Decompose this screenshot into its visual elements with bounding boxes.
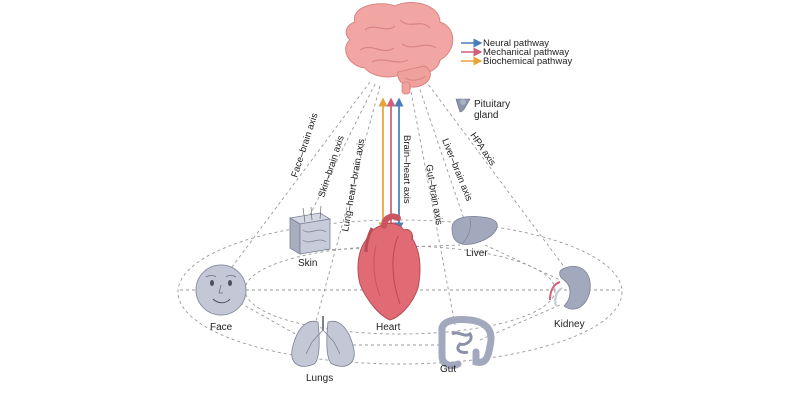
legend-neural-label: Neural pathway	[483, 38, 549, 49]
pituitary-icon	[455, 98, 471, 113]
face-label: Face	[210, 322, 233, 333]
kidney-illustration	[549, 265, 591, 310]
gut-label: Gut	[440, 364, 456, 375]
pituitary-label-line2: gland	[474, 110, 498, 121]
legend-mechanical-label: Mechanical pathway	[483, 47, 569, 58]
skin-illustration	[288, 205, 332, 255]
line-skin-liver	[319, 244, 461, 251]
line-gut	[409, 85, 456, 326]
brain-illustration	[345, 2, 454, 95]
legend: Neural pathway Mechanical pathway Bioche…	[461, 38, 572, 67]
heart-illustration	[357, 213, 421, 321]
line-liver-kidney	[484, 244, 561, 281]
hpa-axis-label: HPA axis	[468, 131, 498, 169]
gut-brain-axis-label: Gut–brain axis	[423, 164, 445, 226]
pituitary-label-line1: Pituitary	[474, 99, 510, 110]
face-illustration	[195, 264, 247, 316]
line-liver	[417, 83, 466, 223]
legend-biochemical-label: Biochemical pathway	[483, 56, 572, 67]
lungs-illustration	[291, 316, 355, 367]
line-face	[219, 81, 371, 284]
lungs-label: Lungs	[306, 373, 333, 384]
kidney-label: Kidney	[554, 319, 585, 330]
line-skin	[304, 83, 376, 226]
skin-label: Skin	[298, 258, 317, 269]
liver-illustration	[451, 216, 498, 245]
gut-illustration	[438, 316, 495, 370]
lung-heart-brain-axis-label: Lung–heart–brain axis	[340, 138, 367, 233]
liver-label: Liver	[466, 248, 488, 259]
brain-heart-arrows	[378, 97, 404, 232]
skin-brain-axis-label: Skin–brain axis	[316, 134, 346, 199]
line-lungs	[314, 85, 381, 326]
brain-heart-axis-label: Brain–heart axis	[401, 135, 412, 204]
heart-label: Heart	[376, 322, 401, 333]
liver-brain-axis-label: Liver–brain axis	[439, 137, 474, 203]
